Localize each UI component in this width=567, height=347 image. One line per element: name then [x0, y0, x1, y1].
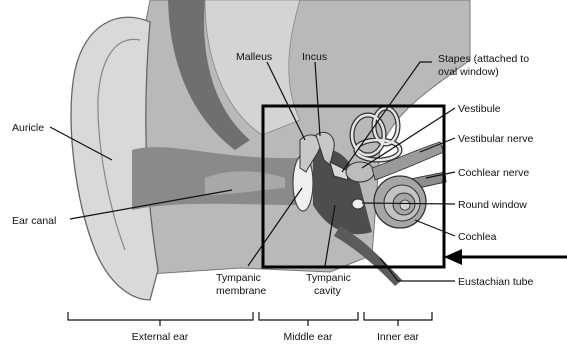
label-ear-canal: Ear canal [12, 215, 56, 227]
label-tympanic-membrane-line1: Tympanic [216, 272, 261, 284]
label-cochlear-nerve: Cochlear nerve [458, 167, 529, 179]
label-malleus: Malleus [236, 51, 272, 63]
region-inner-ear: Inner ear [377, 331, 420, 343]
cochlea-shape [374, 176, 426, 228]
label-eustachian-tube: Eustachian tube [458, 276, 533, 288]
label-round-window: Round window [458, 199, 527, 211]
label-tympanic-membrane-line2: membrane [216, 285, 266, 297]
label-tympanic-cavity-line1: Tympanic [306, 272, 351, 284]
label-vestibule: Vestibule [458, 103, 501, 115]
round-window-shape [352, 199, 364, 209]
label-stapes-line2: oval window) [438, 66, 499, 78]
cochlea-leader [415, 220, 455, 236]
bracket-middle-ear [259, 312, 358, 326]
label-auricle: Auricle [12, 122, 44, 134]
arrow-head [444, 249, 462, 265]
vestibule-shape [346, 162, 374, 182]
bracket-inner-ear [364, 312, 432, 326]
label-tympanic-cavity-line2: cavity [314, 285, 342, 297]
label-vestibular-nerve: Vestibular nerve [458, 133, 533, 145]
label-incus: Incus [302, 51, 327, 63]
label-cochlea: Cochlea [458, 231, 497, 243]
region-external-ear: External ear [132, 331, 189, 343]
bracket-external-ear [68, 312, 253, 326]
region-middle-ear: Middle ear [283, 331, 333, 343]
label-stapes-line1: Stapes (attached to [438, 53, 529, 65]
